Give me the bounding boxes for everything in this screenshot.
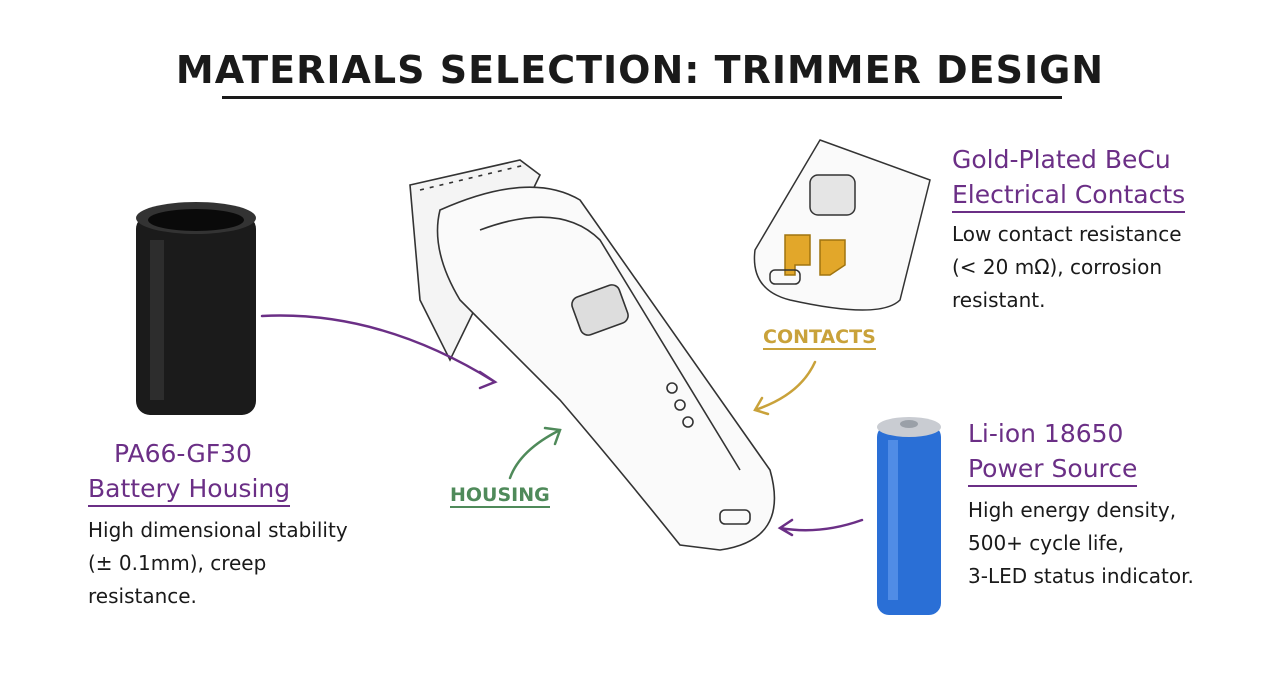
page-title: MATERIALS SELECTION: TRIMMER DESIGN — [175, 48, 1105, 92]
battery-heading-line2: Power Source — [968, 454, 1138, 487]
contacts-callout: Gold-Plated BeCu Electrical Contacts Low… — [952, 142, 1186, 317]
contacts-tag: CONTACTS — [763, 326, 876, 350]
housing-heading-line1: PA66-GF30 — [114, 439, 252, 468]
contacts-desc-1: Low contact resistance — [952, 222, 1182, 246]
contacts-tag-arrow — [753, 360, 817, 416]
trimmer-sketch — [409, 159, 776, 551]
housing-tag-arrow — [508, 426, 562, 480]
housing-desc-2: (± 0.1mm), creep — [88, 551, 267, 575]
battery-desc-2: 500+ cycle life, — [968, 531, 1125, 555]
title-underline — [222, 96, 1062, 99]
housing-callout: PA66-GF30 Battery Housing High dimension… — [88, 436, 348, 613]
battery-image — [877, 417, 941, 615]
battery-pointer-arrow — [777, 518, 864, 537]
housing-heading-line2: Battery Housing — [88, 474, 291, 507]
housing-tag: HOUSING — [450, 484, 550, 508]
black-tube-image — [136, 202, 256, 415]
contacts-desc-3: resistant. — [952, 288, 1046, 312]
battery-callout: Li-ion 18650 Power Source High energy de… — [968, 416, 1194, 593]
contacts-desc-2: (< 20 mΩ), corrosion — [952, 255, 1163, 279]
contacts-heading-line1: Gold-Plated BeCu — [952, 145, 1171, 174]
contacts-heading-line2: Electrical Contacts — [952, 180, 1186, 213]
housing-desc-3: resistance. — [88, 584, 197, 608]
battery-desc-1: High energy density, — [968, 498, 1177, 522]
battery-heading-line1: Li-ion 18650 — [968, 419, 1124, 448]
contacts-closeup-sketch — [753, 139, 931, 311]
housing-desc-1: High dimensional stability — [88, 518, 348, 542]
battery-desc-3: 3-LED status indicator. — [968, 564, 1194, 588]
housing-pointer-arrow — [260, 314, 498, 390]
